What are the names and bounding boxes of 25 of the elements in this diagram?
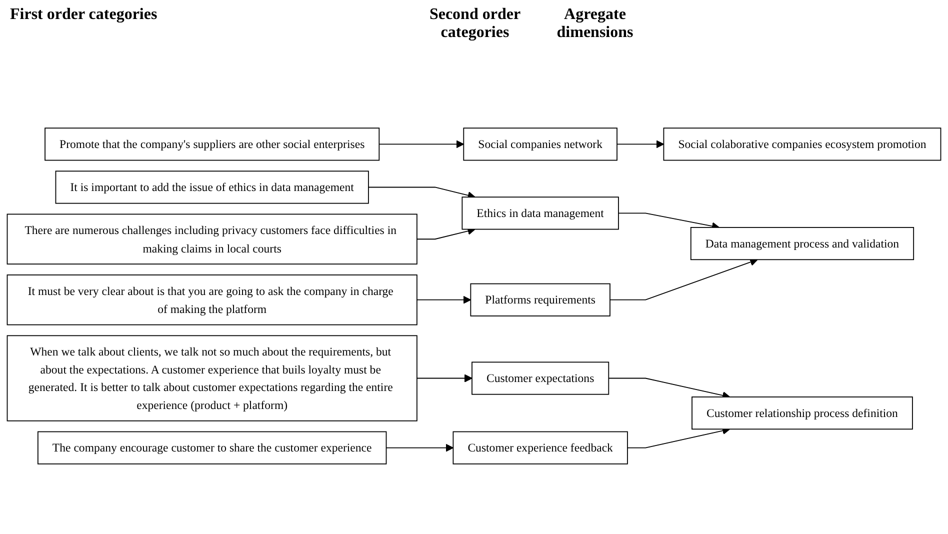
node-box: Social colaborative companies ecosystem promotion bbox=[663, 128, 942, 161]
arrow bbox=[610, 258, 758, 300]
node-box: It must be very clear about is that you are going to ask the company in charge of making the platform bbox=[6, 274, 418, 326]
node-box: Data management process and validation bbox=[690, 227, 914, 260]
column-heading: First order categories bbox=[10, 6, 158, 24]
node-box: Social companies network bbox=[463, 128, 618, 161]
node-box: The company encourage customer to share the customer experience bbox=[37, 431, 387, 464]
arrow bbox=[368, 186, 476, 200]
node-box: Platforms requirements bbox=[470, 283, 610, 316]
node-box: Customer relationship process definition bbox=[692, 396, 913, 430]
arrow bbox=[416, 296, 472, 304]
arrow bbox=[416, 227, 476, 240]
column-heading: Second order categories bbox=[428, 6, 522, 42]
arrow bbox=[378, 140, 464, 148]
node-box: There are numerous challenges including privacy customers face difficulties in making claims in local courts bbox=[6, 214, 418, 264]
node-box: It is important to add the issue of ethics in data management bbox=[55, 170, 369, 204]
arrow bbox=[386, 444, 454, 452]
arrow bbox=[416, 374, 472, 382]
node-box: Customer expectations bbox=[472, 362, 610, 395]
node-box: Promote that the company's suppliers are other social enterprises bbox=[44, 128, 380, 161]
node-box: When we talk about clients, we talk not so much about the requirements, but about the expectations. A customer experience that buils loyalty must be generated. It is better to talk about customer expectations regarding the entire experience (product + platform) bbox=[6, 335, 418, 422]
column-heading: Agregate dimensions bbox=[556, 6, 634, 42]
node-box: Customer experience feedback bbox=[452, 431, 628, 464]
node-box: Ethics in data management bbox=[462, 196, 619, 230]
arrow bbox=[616, 140, 664, 148]
